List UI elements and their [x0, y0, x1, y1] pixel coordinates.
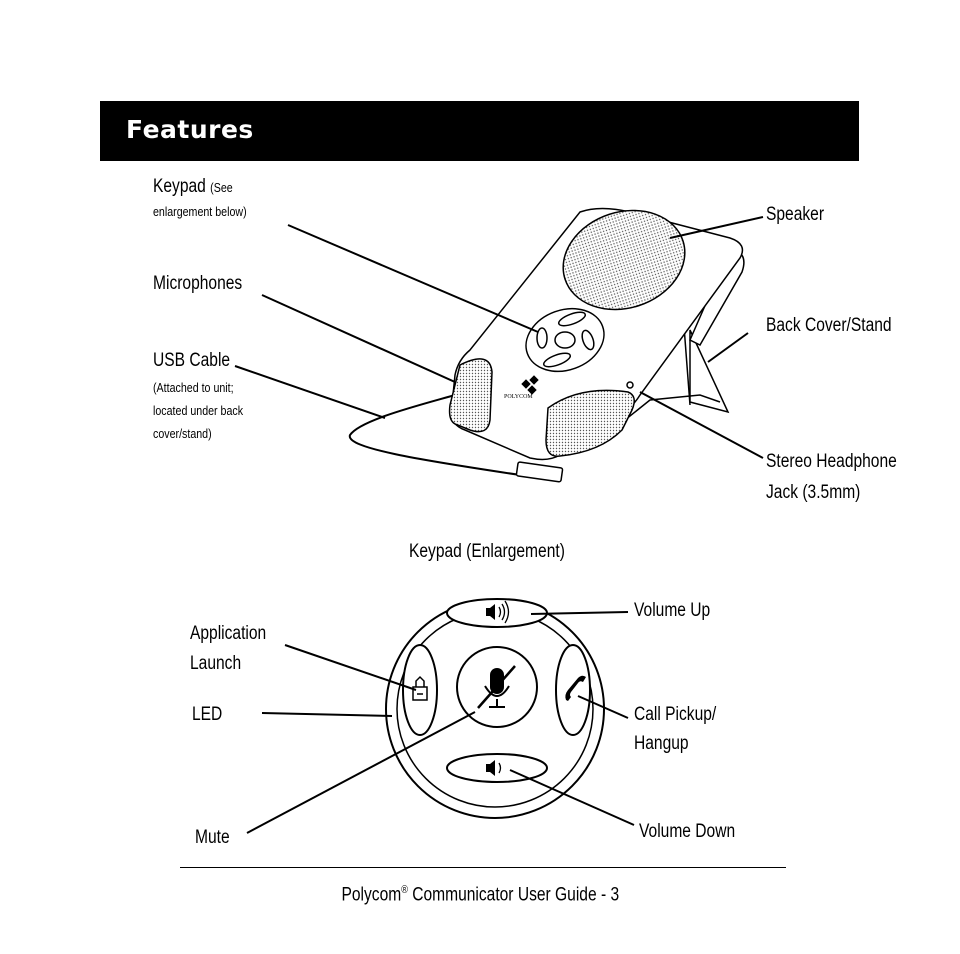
keypad-enlargement-title: Keypad (Enlargement): [409, 541, 565, 562]
volume-down-icon: [486, 760, 502, 776]
speaker-label: Speaker: [766, 204, 825, 225]
section-title: Features: [126, 115, 254, 144]
keypad-leader-lines: [246, 611, 635, 834]
volume-up-label: Volume Up: [634, 600, 711, 621]
application-launch-label-2: Launch: [190, 653, 242, 674]
volume-up-icon: [486, 600, 510, 624]
device-brand-text: POLYCOM: [504, 394, 533, 400]
microphones-label: Microphones: [153, 273, 243, 294]
phone-handset-icon: [565, 675, 586, 701]
device-leader-lines: [234, 216, 764, 459]
keypad-enlargement-drawing: [385, 598, 605, 819]
footer-rule: [180, 867, 786, 868]
headphone-jack-label-2: Jack (3.5mm): [766, 482, 861, 503]
mute-label: Mute: [195, 827, 230, 848]
keypad-note-label: enlargement below): [153, 204, 247, 219]
usb-note-line-1: (Attached to unit;: [153, 380, 234, 395]
section-header-bar: Features: [100, 101, 859, 161]
led-label: LED: [192, 704, 223, 725]
footer-text: Polycom® Communicator User Guide - 3: [341, 884, 619, 906]
call-pickup-label-1: Call Pickup/: [634, 704, 717, 725]
footer: Polycom® Communicator User Guide - 3: [0, 884, 960, 906]
usb-cable-label: USB Cable: [153, 350, 231, 371]
mute-microphone-icon: [477, 665, 516, 709]
headphone-jack-label-1: Stereo Headphone: [766, 451, 897, 472]
call-pickup-label-2: Hangup: [634, 733, 689, 754]
back-cover-label: Back Cover/Stand: [766, 315, 892, 336]
usb-note-line-3: cover/stand): [153, 426, 212, 441]
application-launch-label-1: Application: [190, 623, 267, 644]
volume-down-label: Volume Down: [639, 821, 736, 842]
keypad-label: Keypad (See: [153, 176, 233, 197]
application-launch-icon: [412, 675, 428, 701]
communicator-device-drawing: [348, 207, 745, 483]
usb-note-line-2: located under back: [153, 403, 244, 418]
